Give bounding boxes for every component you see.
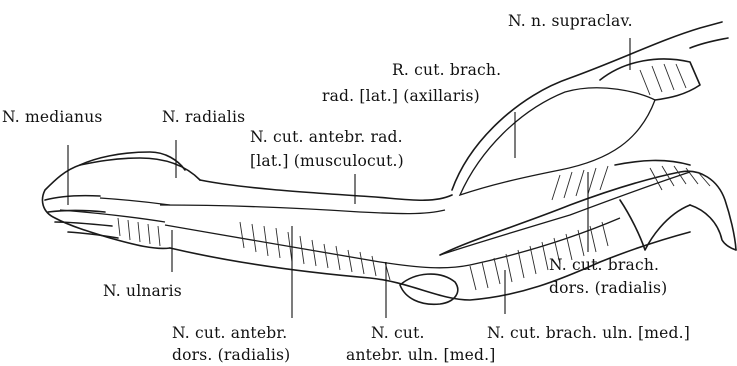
label-cut-brach-dors-2: dors. (radialis) (549, 279, 667, 297)
finger-3 (55, 222, 112, 226)
elbow (400, 274, 458, 304)
zone-line-radial (160, 205, 445, 214)
forearm-top-outline (200, 180, 452, 200)
upper-arm-outline-top (615, 160, 690, 165)
shoulder-hatching (640, 64, 686, 95)
shoulder-outline (452, 22, 722, 190)
label-medianus: N. medianus (2, 108, 103, 126)
label-cut-antebr-uln-2: antebr. uln. [med.] (346, 346, 496, 364)
zone-axillaris (460, 88, 655, 195)
label-cut-antebr-dors-1: N. cut. antebr. (172, 324, 287, 342)
label-cut-antebr-rad-2: [lat.] (musculocut.) (250, 152, 404, 170)
label-cut-antebr-dors-2: dors. (radialis) (172, 346, 290, 364)
label-supraclav: N. n. supraclav. (508, 12, 633, 30)
finger-1 (45, 196, 100, 200)
hand-zone-line-2 (60, 210, 165, 222)
label-cut-brach-rad-1: R. cut. brach. (392, 61, 501, 79)
label-ulnaris: N. ulnaris (103, 282, 182, 300)
label-cut-brach-dors-1: N. cut. brach. (549, 256, 659, 274)
label-cut-brach-uln: N. cut. brach. uln. [med.] (487, 324, 690, 342)
label-cut-antebr-uln-1: N. cut. (371, 324, 425, 342)
hand-zone-line (100, 198, 170, 205)
thumb (80, 152, 185, 170)
label-radialis: N. radialis (162, 108, 245, 126)
shoulder-outline-2 (690, 38, 728, 48)
labels: N. n. supraclav. R. cut. brach. rad. [la… (2, 12, 690, 364)
label-cut-brach-rad-2: rad. [lat.] (axillaris) (322, 87, 480, 105)
label-cut-antebr-rad-1: N. cut. antebr. rad. (250, 128, 403, 146)
